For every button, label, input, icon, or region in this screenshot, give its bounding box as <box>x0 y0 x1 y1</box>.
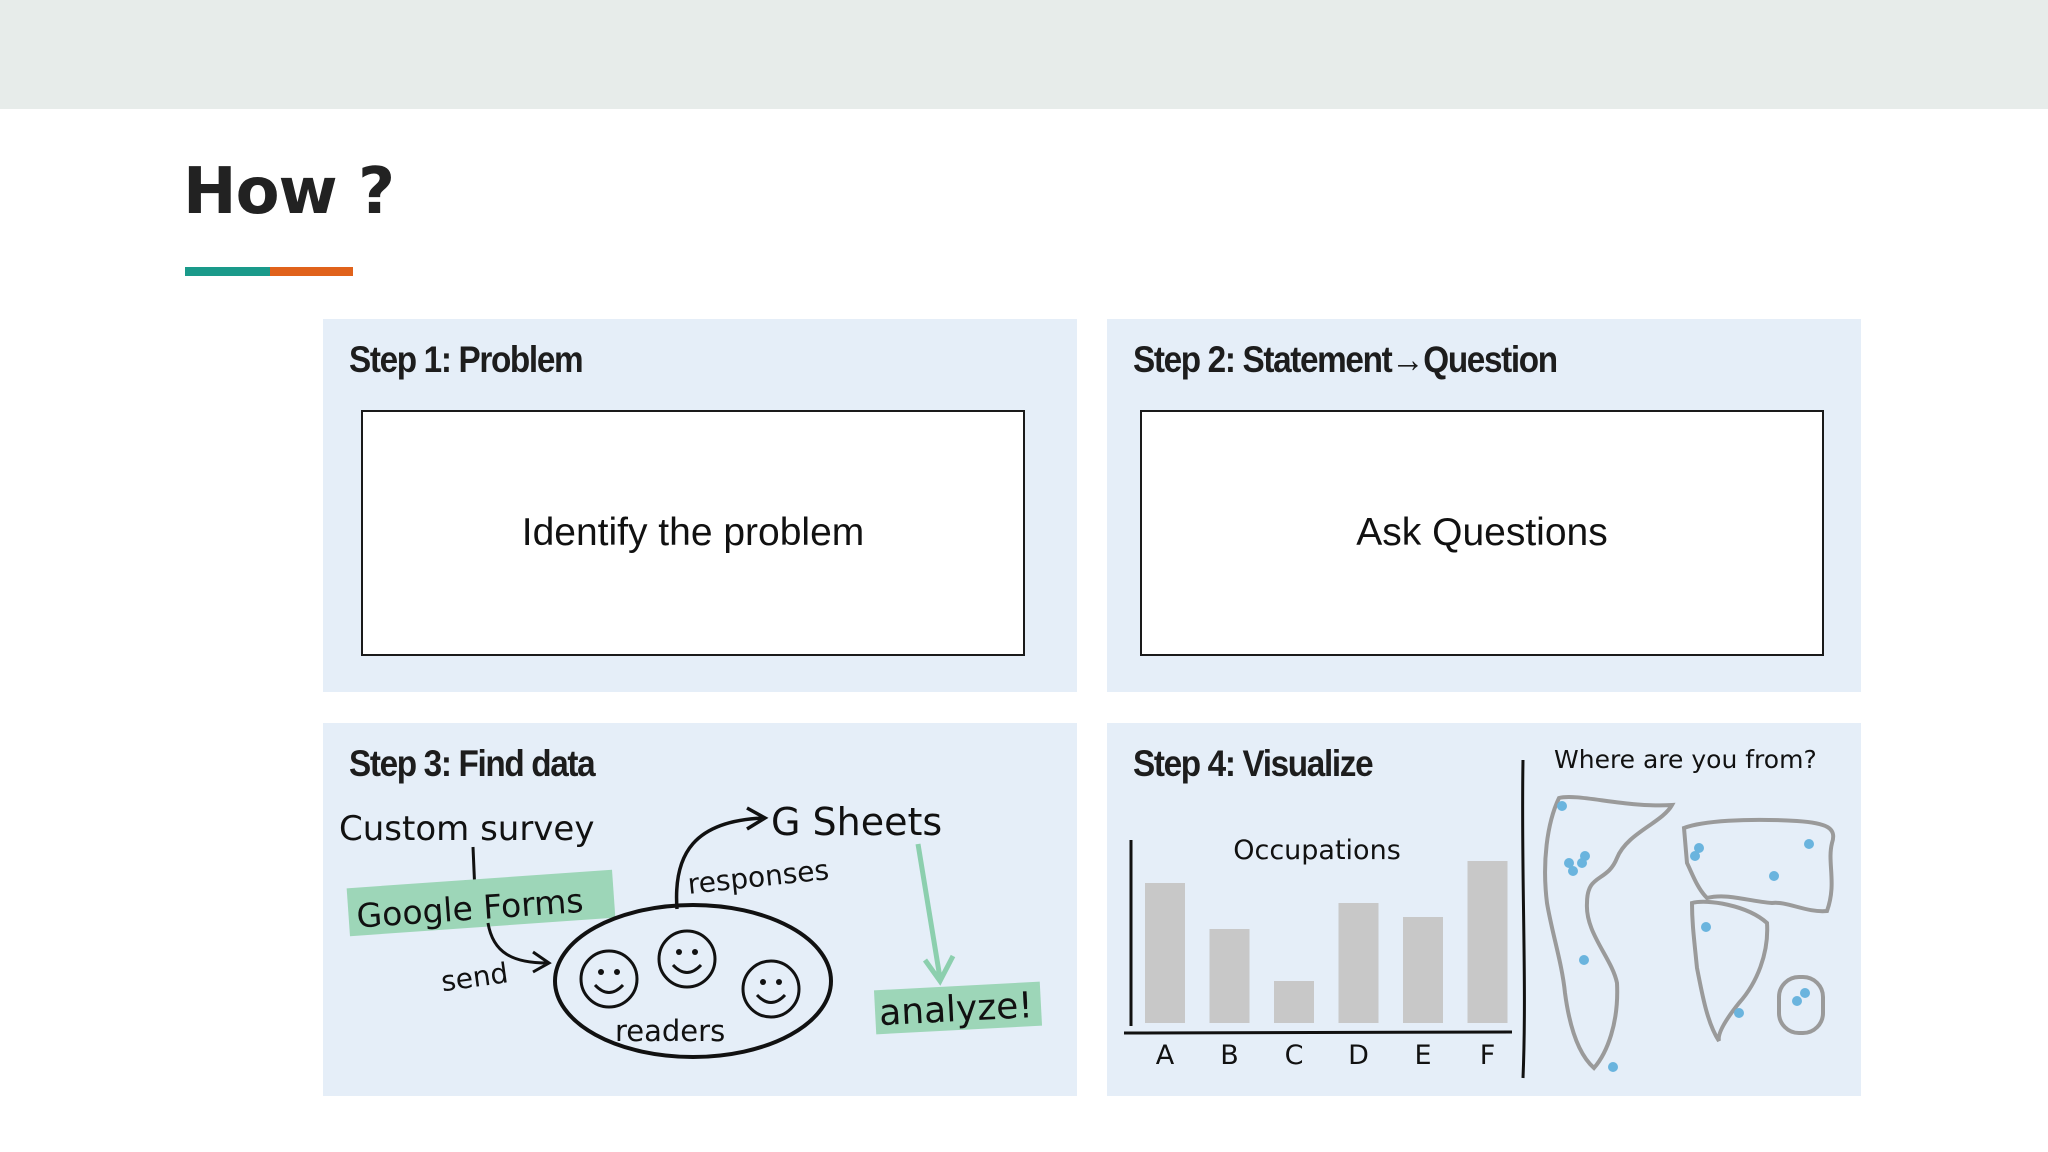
tick-label-f: F <box>1480 1040 1496 1071</box>
tick-label-e: E <box>1414 1040 1431 1071</box>
bar-a <box>1145 883 1185 1023</box>
step-1-title: Step 1: Problem <box>349 339 584 380</box>
bar-e <box>1403 917 1443 1023</box>
arrow-sheets-to-analyze <box>915 843 956 986</box>
readers-ellipse <box>553 903 833 1059</box>
step-2-box-text: Ask Questions <box>1356 511 1608 554</box>
step-1-box-text: Identify the problem <box>521 511 865 554</box>
bar-c <box>1274 981 1314 1023</box>
header-band <box>0 0 2048 109</box>
step-2-title: Step 2: Statement→Question <box>1133 339 1558 380</box>
step-4-title: Step 4: Visualize <box>1133 743 1374 784</box>
smiley-icons <box>579 929 801 1019</box>
arrow-readers-to-sheets <box>674 806 769 910</box>
tick-label-a: A <box>1156 1040 1175 1071</box>
map-markers <box>1557 801 1814 1072</box>
step-3-panel: Step 3: Find data Custom survey Google F… <box>323 723 1077 1096</box>
smiley-eyes <box>598 949 782 985</box>
step-1-panel: Step 1: Problem Identify the problem <box>323 319 1077 692</box>
map-title: Where are you from? <box>1554 745 1817 774</box>
step-4-panel: Step 4: Visualize Occupations A B C D E F Whe… <box>1107 723 1861 1096</box>
title-underline-teal <box>185 267 270 276</box>
g-sheets-label: G Sheets <box>771 800 942 844</box>
tick-label-c: C <box>1285 1040 1304 1071</box>
step-3-title: Step 3: Find data <box>349 743 596 784</box>
step-1-box: Identify the problem <box>361 410 1025 656</box>
chart-title: Occupations <box>1233 835 1401 866</box>
step-2-panel: Step 2: Statement→Question Ask Questions <box>1107 319 1861 692</box>
visualize-sketch: Occupations A B C D E F Where are you from? <box>1123 745 1836 1079</box>
readers-label: readers <box>615 1014 725 1048</box>
slide-title: How ? <box>183 155 395 229</box>
bar-d <box>1338 903 1379 1023</box>
divider-line <box>1521 759 1526 1079</box>
analyze-highlight <box>873 981 1043 1035</box>
bar-f <box>1467 861 1508 1023</box>
bar-b <box>1209 929 1250 1023</box>
title-underline-orange <box>270 267 353 276</box>
tick-label-b: B <box>1220 1040 1239 1071</box>
data-flow-sketch: Custom survey Google Forms send readers … <box>339 800 1043 1059</box>
tick-label-d: D <box>1348 1040 1369 1071</box>
send-label: send <box>439 956 510 998</box>
chart-x-axis <box>1123 1030 1513 1035</box>
world-map-sketch <box>1543 795 1836 1071</box>
arrow-forms-to-readers <box>486 922 552 974</box>
step-2-box: Ask Questions <box>1140 410 1824 656</box>
google-forms-highlight <box>346 869 616 937</box>
analyze-label: analyze! <box>878 985 1034 1034</box>
custom-survey-label: Custom survey <box>339 809 594 849</box>
responses-label: responses <box>686 853 830 901</box>
